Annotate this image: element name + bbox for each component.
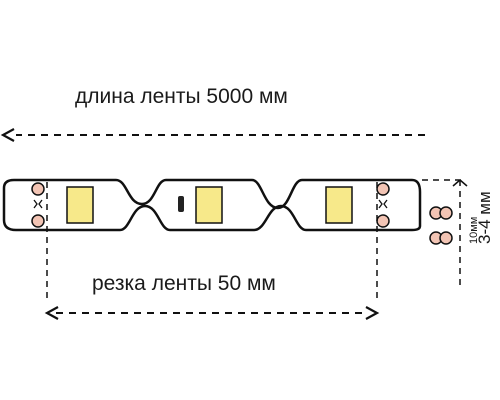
right-solder-pads (376, 182, 390, 228)
cut-length-arrow (44, 306, 380, 320)
left-solder-pads (31, 182, 45, 228)
thickness-dimension-label: 10мм (468, 217, 480, 244)
led-chip-1 (66, 186, 94, 224)
width-dimension-label: 3-4 мм (475, 191, 494, 244)
led-chip-2 (195, 186, 223, 224)
tape-length-arrow (0, 128, 425, 142)
cut-length-label: резка ленты 50 мм (92, 272, 276, 295)
dimension-guides (422, 179, 468, 285)
tape-length-label: длина ленты 5000 мм (75, 85, 288, 108)
resistor (178, 196, 184, 212)
led-chip-3 (325, 186, 353, 224)
side-view-pads (429, 206, 453, 245)
